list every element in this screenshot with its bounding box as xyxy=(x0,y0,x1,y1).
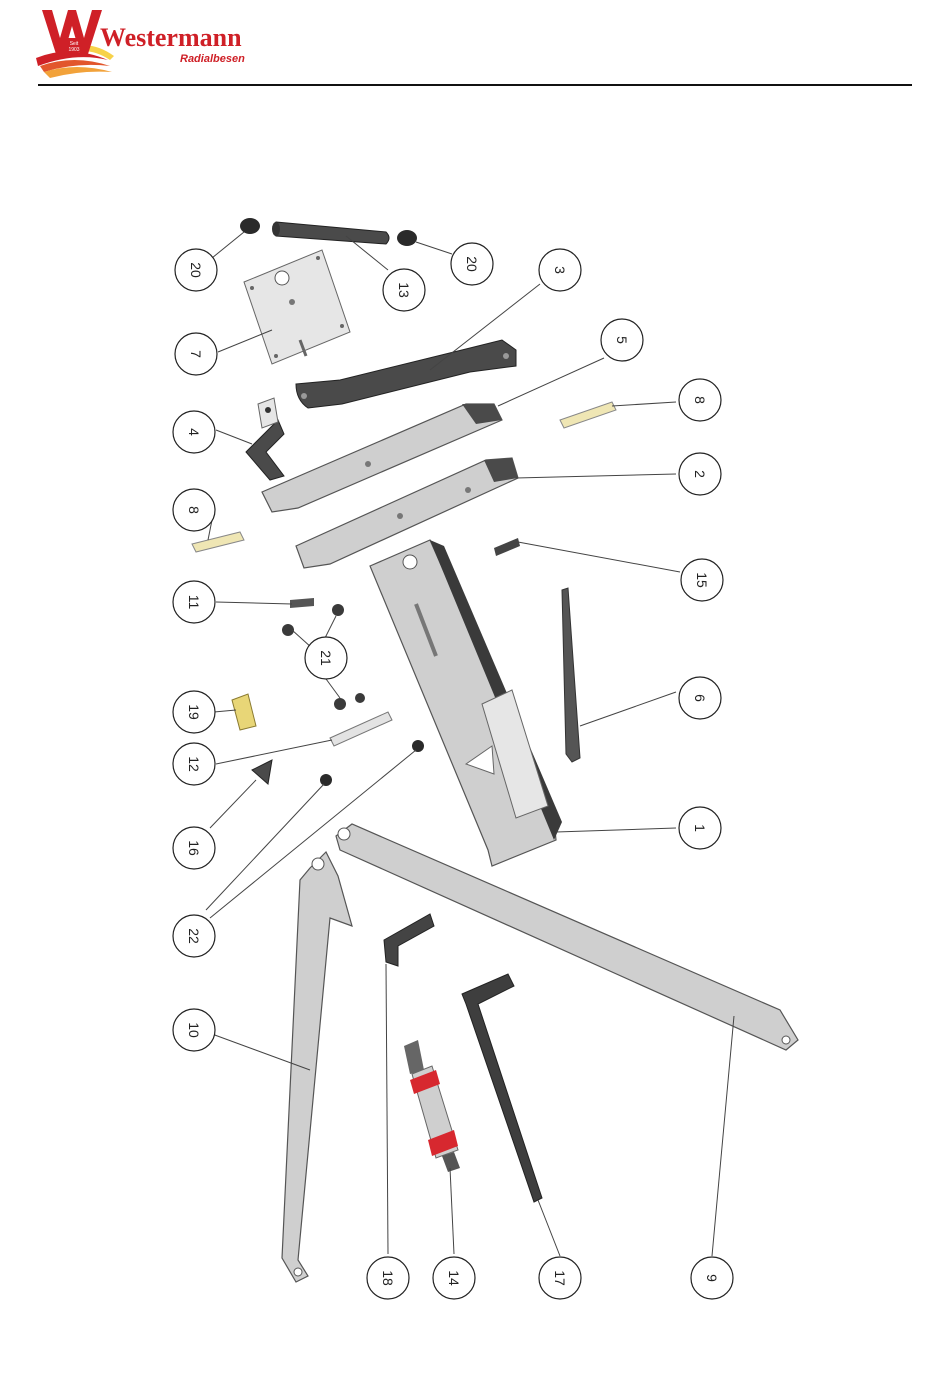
svg-text:15: 15 xyxy=(694,572,710,588)
svg-text:12: 12 xyxy=(186,756,202,772)
part-8-pin-left xyxy=(192,532,244,552)
svg-text:14: 14 xyxy=(446,1270,462,1286)
part-1-main-frame xyxy=(370,540,562,866)
svg-text:13: 13 xyxy=(396,282,412,298)
part-22-washer-b xyxy=(412,740,424,752)
callout-11: 11 xyxy=(173,581,215,623)
svg-text:2: 2 xyxy=(692,470,708,478)
callout-14: 14 xyxy=(433,1257,475,1299)
svg-text:16: 16 xyxy=(186,840,202,856)
part-20-cap-right xyxy=(397,230,417,246)
svg-text:21: 21 xyxy=(318,650,334,666)
svg-text:19: 19 xyxy=(186,704,202,720)
part-7-plate xyxy=(244,250,350,364)
callout-20-left: 20 xyxy=(175,249,217,291)
callout-8-left: 8 xyxy=(173,489,215,531)
part-3-bar xyxy=(296,340,516,408)
svg-text:17: 17 xyxy=(552,1270,568,1286)
callout-8-right: 8 xyxy=(679,379,721,421)
callout-1: 1 xyxy=(679,807,721,849)
callout-22: 22 xyxy=(173,915,215,957)
part-18-lever xyxy=(384,914,434,966)
svg-text:11: 11 xyxy=(186,595,202,610)
callout-18: 18 xyxy=(367,1257,409,1299)
callout-17: 17 xyxy=(539,1257,581,1299)
svg-text:8: 8 xyxy=(186,506,202,514)
svg-text:20: 20 xyxy=(188,262,204,278)
callout-19: 19 xyxy=(173,691,215,733)
svg-text:5: 5 xyxy=(614,336,630,344)
svg-text:6: 6 xyxy=(692,694,708,702)
part-14-cylinder xyxy=(404,1040,460,1172)
part-10-arm xyxy=(282,852,352,1282)
svg-text:1: 1 xyxy=(692,824,708,832)
svg-text:22: 22 xyxy=(186,928,202,944)
part-20-cap-left xyxy=(240,218,260,234)
svg-text:18: 18 xyxy=(380,1270,396,1286)
svg-text:3: 3 xyxy=(552,266,568,274)
callout-4: 4 xyxy=(173,411,215,453)
callout-7: 7 xyxy=(175,333,217,375)
part-15-spring xyxy=(494,538,520,556)
callout-20-right: 20 xyxy=(451,243,493,285)
part-12-pin xyxy=(330,712,392,746)
part-11-bolt xyxy=(290,598,314,608)
callout-10: 10 xyxy=(173,1009,215,1051)
callout-15: 15 xyxy=(681,559,723,601)
svg-text:8: 8 xyxy=(692,396,708,404)
callout-13: 13 xyxy=(383,269,425,311)
callout-6: 6 xyxy=(679,677,721,719)
callout-12: 12 xyxy=(173,743,215,785)
callout-21: 21 xyxy=(305,637,347,679)
part-8-pin-right xyxy=(560,402,616,428)
svg-text:9: 9 xyxy=(704,1274,720,1282)
svg-text:7: 7 xyxy=(188,350,204,358)
part-17-bent-bar xyxy=(462,974,542,1202)
callout-5: 5 xyxy=(601,319,643,361)
svg-text:10: 10 xyxy=(186,1022,202,1038)
part-4-bracket xyxy=(246,398,284,480)
part-6-rod xyxy=(562,588,580,762)
part-19-plate xyxy=(232,694,256,730)
part-22-washer-a xyxy=(320,774,332,786)
callout-9: 9 xyxy=(691,1257,733,1299)
callout-3: 3 xyxy=(539,249,581,291)
svg-text:20: 20 xyxy=(464,256,480,272)
callout-2: 2 xyxy=(679,453,721,495)
callout-16: 16 xyxy=(173,827,215,869)
svg-text:4: 4 xyxy=(186,428,202,436)
part-13-shaft xyxy=(272,222,389,244)
